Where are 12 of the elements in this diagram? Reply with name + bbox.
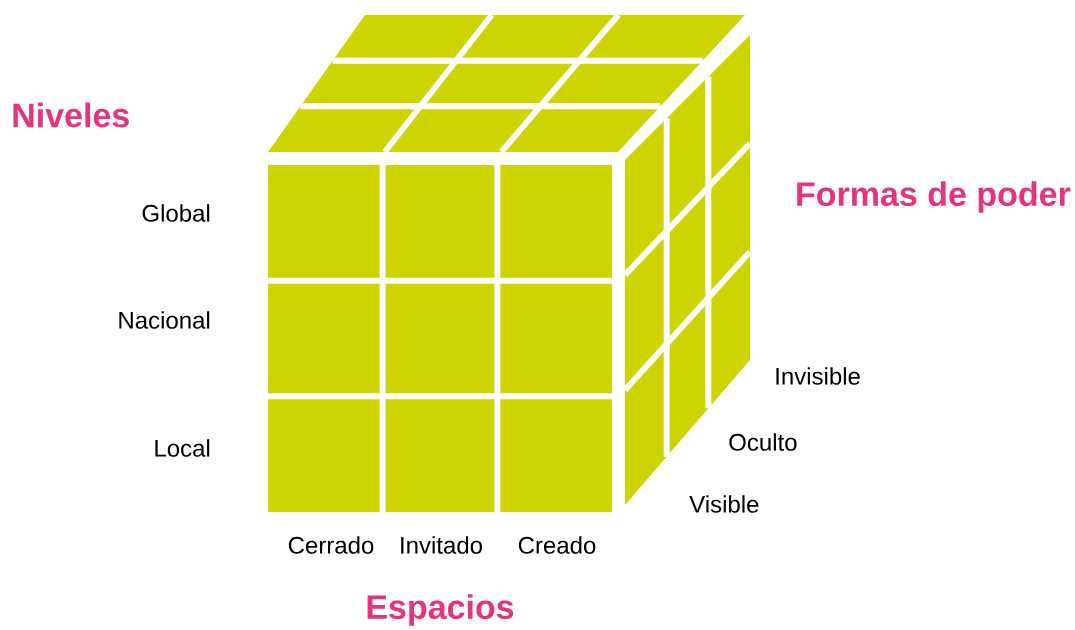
axis-title: Niveles: [13, 102, 129, 128]
axis-label: Nacional: [119, 311, 210, 329]
axis-label: Global: [142, 204, 210, 222]
axis-label: Cerrado: [288, 536, 374, 554]
axis-label: Invisible: [776, 367, 860, 385]
axis-label: Local: [155, 439, 210, 457]
axis-label: Oculto: [729, 433, 797, 451]
axis-label: Visible: [689, 495, 759, 513]
axis-title: Espacios: [367, 594, 514, 626]
axis-title: Formas de poder: [797, 181, 1071, 213]
axis-label: Creado: [518, 536, 596, 554]
axis-label: Invitado: [401, 536, 482, 554]
